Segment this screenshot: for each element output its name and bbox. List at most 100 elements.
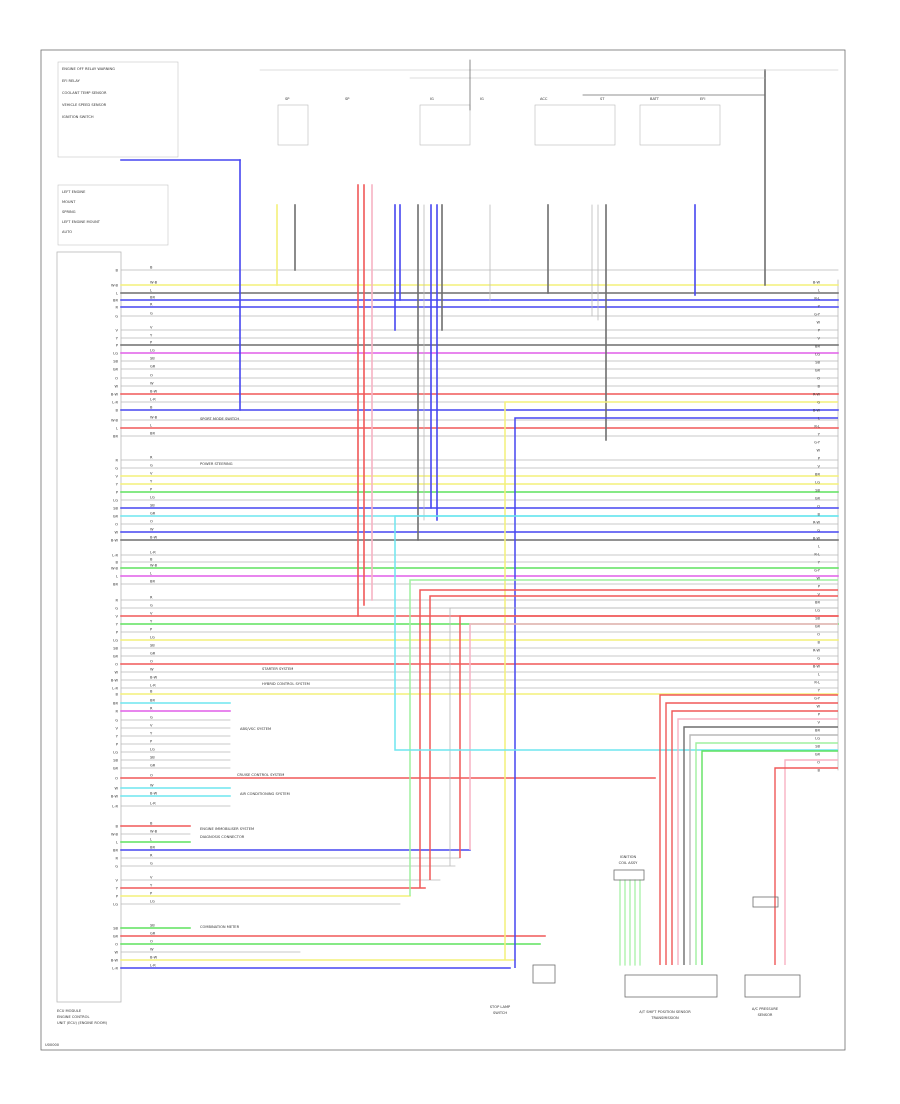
ecm-pin-label: LG [113,903,118,907]
wire-color-code-right: O [817,633,820,637]
wire-color-code-left: L [150,838,152,842]
wire-color-code-right: L [818,673,820,677]
loop-wire [419,589,838,888]
ecm-pin-label: O [115,377,118,381]
sensor-wire [683,726,838,965]
loop-wire [504,401,838,960]
ecm-pin-label: SB [113,759,118,763]
footer-code: U00000 [45,1043,60,1047]
ecm-pin-label: P [116,344,119,348]
wire-color-code-left: LG [150,636,155,640]
wire-color-code-left: Y [150,732,153,736]
wire-color-code-right: BR [815,601,820,605]
wire-color-code-right: B [818,385,821,389]
wire-color-code-right: Y [818,689,821,693]
ecm-pin-label: W-B [111,567,119,571]
ecm-pin-label: P [116,491,119,495]
wire-color-code-right: R-W [813,521,821,525]
ecm-pin-label: W [114,531,118,535]
system-annotation: ABS/VSC SYSTEM [240,727,271,731]
wire-color-code-right: P [818,585,821,589]
wire-color-code-left: B-W [150,792,158,796]
wire-color-code-right: LG [815,737,820,741]
ecm-pin-label: W [114,787,118,791]
ecm-pin-label: L-R [112,967,118,971]
ecm-pin-label: SB [113,647,118,651]
ecm-pin-label: B [116,561,119,565]
ecm-pin-label: L-R [112,554,118,558]
ecm-pin-label: SB [113,507,118,511]
wire-color-code-left: SB [150,504,155,508]
top-label: ST [600,97,605,101]
wire-color-code-left: V [150,724,153,728]
wire-color-code-left: GR [150,932,156,936]
wire-color-code-left: W-B [150,564,158,568]
ecm-pin-label: B [116,825,119,829]
wire-color-code-left: B [150,690,153,694]
wire-color-code-right: G-Y [814,569,821,573]
component-sublabel: COIL ASSY [619,861,639,865]
ecm-pin-label: LG [113,751,118,755]
wire-color-code-left: O [150,940,153,944]
top-left-label: VEHICLE SPEED SENSOR [62,103,107,107]
wire-color-code-left: Y [150,480,153,484]
system-annotation: HYBRID CONTROL SYSTEM [262,682,310,686]
wire-color-code-left: R [150,854,153,858]
wire-color-code-left: G [150,716,153,720]
wire-color-code-left: B [150,822,153,826]
wire-color-code-left: W [150,528,154,532]
system-annotation: ENGINE IMMOBILISER SYSTEM [200,827,254,831]
relay-3 [534,104,616,146]
wire-color-code-left: W-B [150,281,158,285]
ecm-pin-label: G [115,607,118,611]
ecm-caption: ENGINE CONTROL [57,1015,89,1019]
component-label: IGNITION [620,855,637,859]
ecm-pin-label: BR [113,435,118,439]
ac-sensor-box [744,974,801,998]
wire-color-code-left: BR [150,580,155,584]
wire-color-code-left: O [150,520,153,524]
wire-color-code-left: W-B [150,416,158,420]
system-annotation: DIAGNOSIS CONNECTOR [200,835,245,839]
wire-color-code-left: V [150,472,153,476]
loop-wire [514,417,838,968]
wire-color-code-left: W [150,382,154,386]
wire-color-code-right: R-L [814,425,820,429]
wire-color-code-left: Y [150,884,153,888]
wire-color-code-left: W [150,948,154,952]
system-annotation: STARTER SYSTEM [262,667,293,671]
ecm-pin-label: Y [116,887,119,891]
sensor-wire [701,750,838,965]
wire-color-code-right: LG [815,353,820,357]
mid-left-label-block [57,184,169,246]
ecm-pin-label: G [115,865,118,869]
loop-wire [394,515,838,751]
ecm-pin-label: O [115,663,118,667]
wire-color-code-left: Y [150,334,153,338]
top-label: IG [430,97,434,101]
ecm-pin-label: B [116,693,119,697]
wire-color-code-left: B [150,558,153,562]
ecm-pin-label: B-W [111,959,119,963]
wire-color-code-right: W [816,321,820,325]
wire-color-code-left: B-W [150,956,158,960]
sensor-wire [659,694,838,965]
ecm-pin-label: G [115,719,118,723]
wire-color-code-left: LG [150,349,155,353]
ecm-pin-label: O [115,523,118,527]
wire-color-code-right: P [818,713,821,717]
ecm-pin-label: W-B [111,419,119,423]
system-annotation: SPORT MODE SWITCH [200,417,239,421]
ecm-pin-label: B [116,409,119,413]
wire-color-code-left: G [150,464,153,468]
ecm-pin-label: R [116,857,119,861]
stop-lamp-box [532,964,556,984]
wire-color-code-left: P [150,488,153,492]
ecm-pin-label: B-W [111,795,119,799]
wire-color-code-right: B-W [813,409,821,413]
ecm-pin-label: R [116,710,119,714]
wire-color-code-left: L-R [150,684,156,688]
wire-color-code-left: L [150,424,152,428]
